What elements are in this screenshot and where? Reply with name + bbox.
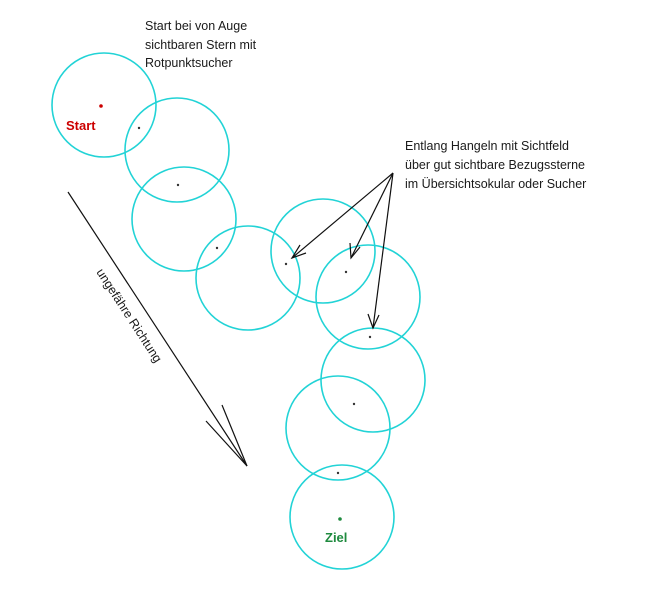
fov-circle-9 bbox=[289, 464, 395, 570]
star bbox=[176, 183, 180, 187]
star bbox=[215, 246, 219, 250]
hop-note-line-3: im Übersichtsokular oder Sucher bbox=[405, 177, 586, 191]
pointer-arrow-3 bbox=[372, 172, 394, 329]
start-note-line-2: sichtbaren Stern mit bbox=[145, 38, 257, 52]
direction-label: ungefähre Richtung bbox=[93, 266, 164, 365]
direction-arrowhead-left bbox=[205, 420, 248, 467]
ziel-star bbox=[338, 517, 342, 521]
fov-circle-2 bbox=[124, 97, 230, 203]
start-note-line-3: Rotpunktsucher bbox=[145, 56, 233, 70]
direction-arrowhead-right bbox=[221, 404, 248, 467]
pointer-arrowhead-1 bbox=[290, 244, 307, 260]
fov-circle-3 bbox=[131, 166, 237, 272]
start-star bbox=[99, 104, 103, 108]
start-label: Start bbox=[66, 118, 96, 133]
fov-circle-1 bbox=[51, 52, 157, 158]
pointer-arrows bbox=[290, 172, 394, 330]
start-note: Start bei von Auge sichtbaren Stern mit … bbox=[145, 19, 257, 70]
fov-circle-7 bbox=[320, 327, 426, 433]
field-of-view-circles bbox=[51, 52, 426, 570]
stars bbox=[99, 104, 372, 521]
direction-arrow bbox=[67, 191, 248, 467]
pointer-arrowhead-2 bbox=[349, 242, 361, 260]
ziel-label: Ziel bbox=[325, 530, 347, 545]
star bbox=[336, 471, 340, 475]
fov-circle-8 bbox=[285, 375, 391, 481]
fov-circle-5 bbox=[270, 198, 376, 304]
star bbox=[352, 402, 356, 406]
star bbox=[344, 270, 348, 274]
start-note-line-1: Start bei von Auge bbox=[145, 19, 247, 33]
hop-note-line-1: Entlang Hangeln mit Sichtfeld bbox=[405, 139, 569, 153]
direction-arrow-shaft bbox=[67, 191, 248, 467]
pointer-arrow-2 bbox=[350, 172, 394, 259]
pointer-arrowhead-3 bbox=[367, 313, 380, 330]
hop-note: Entlang Hangeln mit Sichtfeld über gut s… bbox=[405, 139, 586, 191]
star bbox=[368, 335, 372, 339]
hop-note-line-2: über gut sichtbare Bezugssterne bbox=[405, 158, 585, 172]
star bbox=[284, 262, 288, 266]
fov-circle-4 bbox=[195, 225, 301, 331]
pointer-arrow-1 bbox=[291, 172, 394, 259]
fov-circle-6 bbox=[315, 244, 421, 350]
star bbox=[137, 126, 141, 130]
